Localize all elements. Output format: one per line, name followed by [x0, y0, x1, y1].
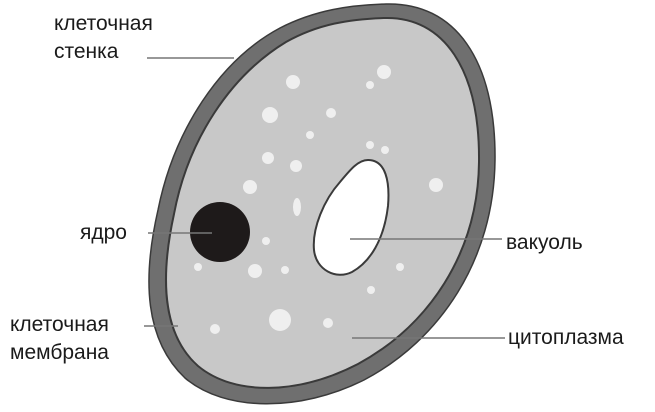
- granule: [269, 309, 291, 331]
- vacuole-label: вакуоль: [506, 229, 583, 257]
- granule: [248, 264, 262, 278]
- granule: [290, 160, 302, 172]
- cell-wall-label: клеточная стенка: [54, 10, 153, 66]
- granule: [210, 324, 220, 334]
- granule: [367, 286, 375, 294]
- granule: [262, 152, 274, 164]
- granule: [262, 107, 278, 123]
- cytoplasm-label: цитоплазма: [508, 324, 624, 352]
- cell-membrane-label-line-1: клеточная: [10, 311, 109, 339]
- granule: [323, 318, 333, 328]
- nucleus-label: ядро: [80, 219, 127, 247]
- granule: [306, 131, 314, 139]
- granule: [366, 81, 374, 89]
- granule: [366, 141, 374, 149]
- granule: [243, 180, 257, 194]
- granule: [396, 263, 404, 271]
- nucleus: [190, 202, 250, 262]
- cell-wall-label-line-2: стенка: [54, 38, 153, 66]
- granule: [262, 237, 270, 245]
- granule: [429, 178, 443, 192]
- granule: [194, 263, 202, 271]
- granule: [293, 198, 301, 216]
- granule: [286, 75, 300, 89]
- granule: [326, 108, 336, 118]
- granule: [377, 65, 391, 79]
- cell-membrane-label: клеточная мембрана: [10, 311, 109, 367]
- granule: [381, 146, 389, 154]
- granule: [281, 266, 289, 274]
- cell-membrane-label-line-2: мембрана: [10, 339, 109, 367]
- cell-wall-label-line-1: клеточная: [54, 10, 153, 38]
